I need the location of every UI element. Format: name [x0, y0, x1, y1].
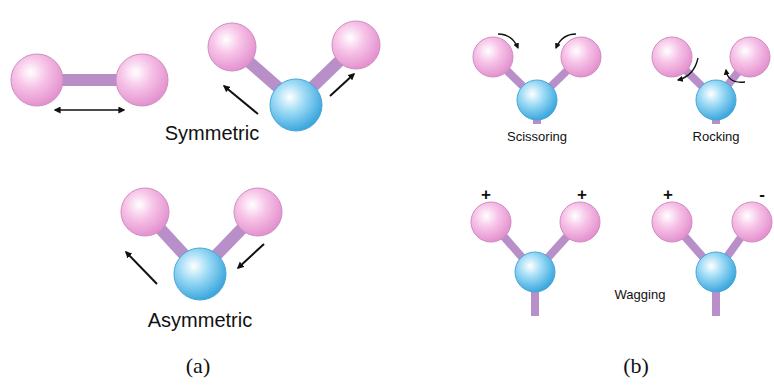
mode-title: Symmetric	[165, 122, 259, 144]
atom	[696, 80, 736, 120]
panel-label: (b)	[623, 354, 649, 378]
wagging-group	[471, 202, 600, 316]
motion-arrow	[498, 34, 518, 48]
atom	[652, 202, 692, 242]
atom	[234, 188, 282, 236]
atom	[473, 37, 513, 77]
motion-arrow	[678, 58, 698, 80]
stretch-arrow	[224, 86, 258, 114]
panel-label: (a)	[186, 354, 210, 378]
atom	[517, 80, 557, 120]
atom	[121, 188, 169, 236]
phase-sign: -	[759, 186, 765, 205]
phase-sign: +	[663, 186, 673, 205]
stretch-arrow	[238, 244, 264, 268]
triatomic-symmetric	[208, 21, 380, 131]
atom	[208, 23, 256, 71]
atom	[116, 54, 168, 106]
stretch-arrow	[55, 109, 124, 111]
atom	[560, 202, 600, 242]
motion-arrow	[556, 34, 576, 48]
stretch-arrow	[126, 252, 157, 284]
mode-title: Asymmetric	[148, 309, 252, 331]
atom	[696, 252, 736, 292]
bond	[58, 74, 122, 86]
atom	[270, 79, 322, 131]
atom	[471, 202, 511, 242]
wagging-group	[652, 202, 772, 316]
phase-sign: +	[577, 186, 587, 205]
atom	[332, 21, 380, 69]
mode-caption: Rocking	[693, 130, 740, 144]
atom	[561, 37, 601, 77]
phase-sign: +	[481, 186, 491, 205]
atom	[730, 37, 770, 77]
atom	[652, 37, 692, 77]
mode-caption: Scissoring	[507, 130, 567, 144]
mode-caption: Wagging	[615, 288, 666, 302]
atom	[11, 54, 63, 106]
motion-arrow	[726, 70, 745, 82]
scissoring-group	[473, 34, 601, 124]
rocking-group	[652, 37, 770, 124]
triatomic-asymmetric	[121, 188, 282, 300]
stretch-arrow	[330, 74, 354, 96]
atom	[732, 202, 772, 242]
atom	[174, 248, 226, 300]
atom	[515, 252, 555, 292]
diatomic-molecule	[11, 54, 168, 110]
